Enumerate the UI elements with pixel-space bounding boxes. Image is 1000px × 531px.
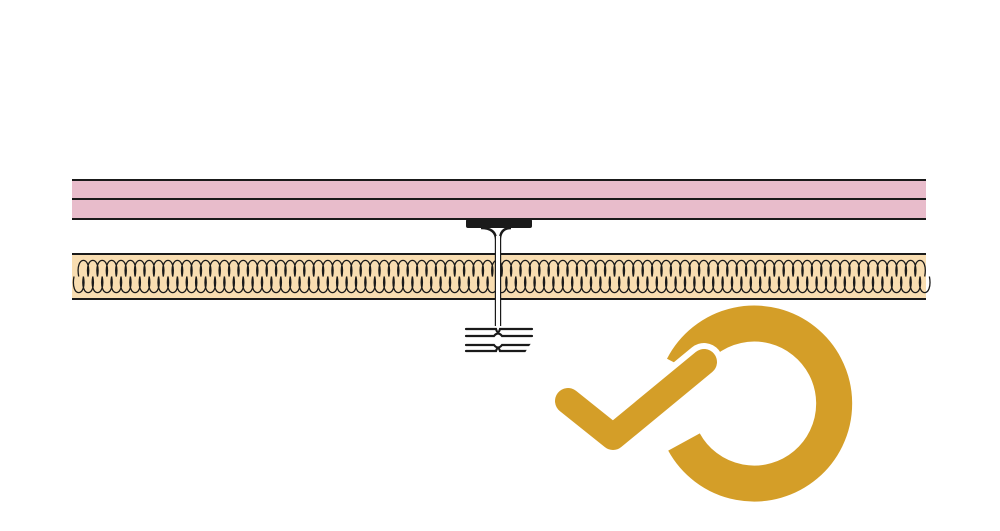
stud-flange-top	[466, 219, 532, 228]
badge-ring	[667, 305, 853, 502]
stud-lip-lower	[464, 343, 534, 353]
plasterboard-layer-outer	[72, 180, 926, 199]
en-classified-badge: EN CLASSIFIED	[512, 302, 853, 502]
check-icon	[549, 343, 723, 456]
badge-disc	[512, 302, 712, 502]
stud-web-fill	[496, 236, 500, 326]
plasterboard-layers	[72, 179, 926, 220]
steel-stud-profile	[464, 219, 534, 353]
plasterboard-layer-inner	[72, 199, 926, 219]
stud-lip-upper	[464, 327, 534, 338]
insulation-hatch-pattern	[72, 259, 931, 294]
